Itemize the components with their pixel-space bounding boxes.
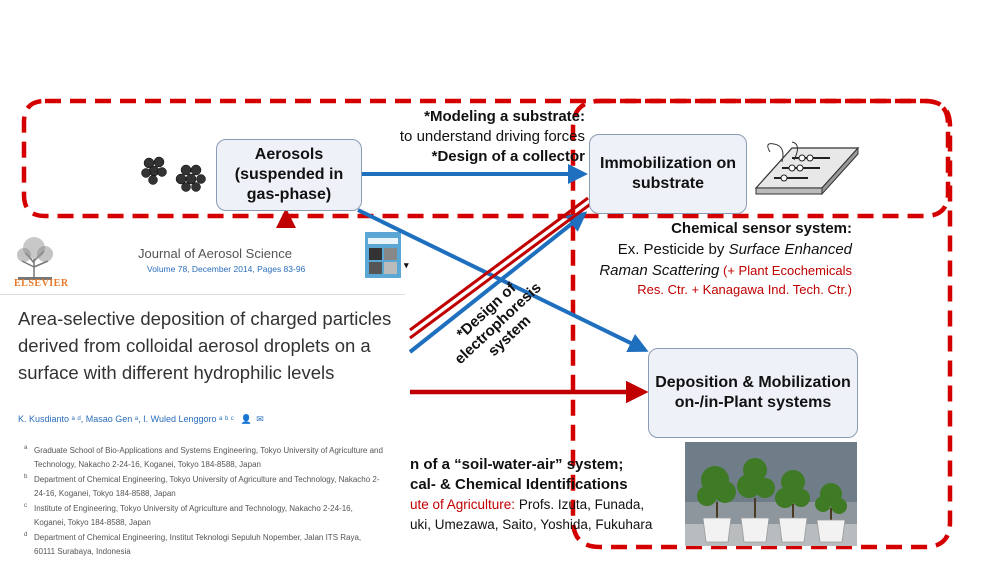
affiliation-marker: d	[24, 532, 28, 538]
affiliation-text: Institute of Engineering, Tokyo Universi…	[34, 504, 353, 527]
affiliation-marker: c	[24, 503, 27, 509]
sensor-line3-red: (+ Plant Ecochemicals	[719, 263, 852, 278]
publisher-name: ELSEVIER	[14, 278, 69, 289]
plants-photo	[685, 442, 857, 546]
affiliation-marker: a	[24, 445, 28, 451]
elsevier-tree-icon	[14, 233, 56, 281]
top-note-line1: *Modeling a substrate:	[424, 108, 585, 125]
soil-line2: cal- & Chemical Identifications	[410, 476, 628, 493]
soil-line1: n of a “soil-water-air” system;	[410, 456, 624, 473]
mail-icon[interactable]: ✉	[256, 414, 264, 424]
affiliation-text: Graduate School of Bio-Applications and …	[34, 446, 383, 469]
soil-line3-text: Profs. Izuta, Funada,	[515, 497, 645, 512]
journal-volume[interactable]: Volume 78, December 2014, Pages 83-96	[147, 264, 306, 274]
affiliation-marker: b	[24, 474, 28, 480]
soil-line3: ute of Agriculture: Profs. Izuta, Funada…	[410, 495, 666, 515]
sensor-line2-italic: Surface Enhanced	[728, 241, 852, 258]
paper-excerpt	[0, 225, 410, 562]
paper-authors[interactable]: K. Kusdianto ᵃ ᵈ, Masao Gen ᵃ, I. Wuled …	[18, 414, 264, 425]
sensor-line3: Raman Scattering (+ Plant Ecochemicals	[560, 260, 852, 281]
red-line-2	[409, 201, 593, 340]
top-note: *Modeling a substrate: to understand dri…	[360, 107, 585, 167]
sensor-line4: Res. Ctr. + Kanagawa Ind. Tech. Ctr.)	[637, 282, 852, 297]
top-note-line2: to understand driving forces	[399, 128, 585, 145]
dashed-outline-right	[570, 98, 953, 550]
divider	[0, 294, 405, 295]
soil-line4: uki, Umezawa, Saito, Yoshida, Fukuhara	[410, 517, 653, 532]
journal-cover-icon	[365, 232, 401, 278]
authors-text[interactable]: K. Kusdianto ᵃ ᵈ, Masao Gen ᵃ, I. Wuled …	[18, 414, 234, 424]
sensor-line2-text: Ex. Pesticide by	[617, 241, 729, 258]
journal-name[interactable]: Journal of Aerosol Science	[138, 246, 292, 261]
affiliation-item: b Department of Chemical Engineering, Tok…	[24, 473, 384, 500]
affiliation-text: Department of Chemical Engineering, Inst…	[34, 533, 362, 556]
cover-side-mark: ▾	[404, 260, 409, 270]
person-icon[interactable]: 👤	[240, 414, 252, 424]
soil-note: n of a “soil-water-air” system; cal- & C…	[410, 455, 666, 535]
dashed-outline-top	[21, 98, 951, 219]
sensor-note: Chemical sensor system: Ex. Pesticide by…	[560, 218, 852, 299]
sensor-line2: Ex. Pesticide by Surface Enhanced	[560, 239, 852, 260]
immobilization-box: Immobilization on substrate	[589, 134, 747, 214]
particle-cluster-icon	[141, 156, 206, 192]
affiliation-item: c Institute of Engineering, Tokyo Univers…	[24, 502, 384, 529]
affiliations: a Graduate School of Bio-Applications and…	[24, 444, 384, 560]
affiliation-item: d Department of Chemical Engineering, Ins…	[24, 531, 384, 558]
deposition-box: Deposition & Mobilization on-/in-Plant s…	[648, 348, 858, 438]
sensor-title: Chemical sensor system:	[671, 220, 852, 237]
paper-title[interactable]: Area-selective deposition of charged par…	[18, 308, 392, 383]
soil-line3-red: ute of Agriculture:	[410, 497, 516, 512]
red-line-1	[409, 196, 589, 332]
sensor-chip-icon	[754, 141, 860, 196]
sensor-line3-italic: Raman Scattering	[599, 262, 720, 279]
arrow-paper-to-immobilization	[408, 211, 588, 354]
affiliation-item: a Graduate School of Bio-Applications and…	[24, 444, 384, 471]
affiliation-text: Department of Chemical Engineering, Toky…	[34, 475, 380, 498]
top-note-line3: *Design of a collector	[431, 148, 585, 165]
aerosols-box: Aerosols (suspended in gas-phase)	[216, 139, 362, 211]
